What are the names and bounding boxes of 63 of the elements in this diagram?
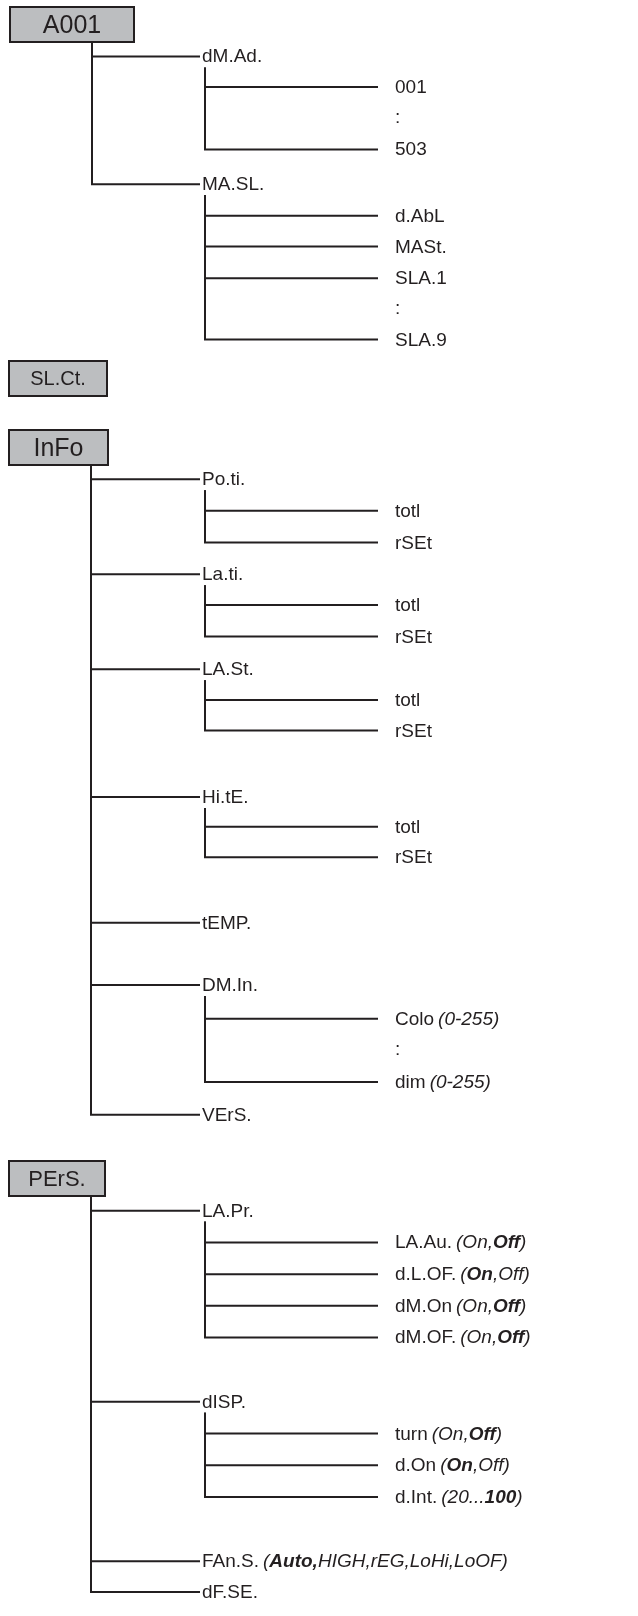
menu-item: La.ti. <box>202 563 244 586</box>
menu-item: LA.Pr. <box>202 1199 254 1222</box>
menu-item: 503 <box>380 138 427 161</box>
menu-item-name: turn <box>395 1422 428 1444</box>
menu-item: rSEt <box>380 846 432 869</box>
menu-item: SLA.1 <box>380 267 447 290</box>
menu-item-name: Colo <box>395 1007 435 1029</box>
menu-item: MASt. <box>380 235 447 258</box>
menu-item-name: dim <box>395 1071 426 1093</box>
menu-item: d.AbL <box>380 204 445 227</box>
option-values: (On,Off) <box>456 1231 527 1253</box>
menu-item: DM.In. <box>202 974 258 997</box>
menu-item-name: d.L.OF. <box>395 1263 457 1285</box>
menu-item: LA.St. <box>202 658 254 681</box>
tree-connector <box>204 1411 379 1498</box>
option-values: (Auto,HIGH,rEG,LoHi,LoOF) <box>263 1550 508 1572</box>
menu-item: totl <box>380 593 421 616</box>
menu-item-name: dM.On <box>395 1294 453 1316</box>
menu-item: 001 <box>380 76 427 99</box>
menu-item: SLA.9 <box>380 328 447 351</box>
option-values: (On,Off) <box>431 1422 503 1444</box>
menu-item-name: LA.Au. <box>395 1231 453 1253</box>
ellipsis-mark: : <box>395 296 401 319</box>
menu-item: Po.ti. <box>202 468 246 491</box>
tree-connector <box>204 995 379 1084</box>
option-values: (On,Off) <box>460 1326 531 1348</box>
menu-item-name: d.Int. <box>395 1485 438 1507</box>
tree-connector <box>204 679 379 732</box>
menu-item: tEMP. <box>202 911 252 934</box>
option-values: (0-255) <box>438 1007 500 1029</box>
ellipsis-mark: : <box>395 105 401 128</box>
menu-item: rSEt <box>380 531 432 554</box>
menu-item: VErS. <box>202 1103 252 1126</box>
menu-box: A001 <box>9 5 135 43</box>
tree-connector <box>91 41 201 186</box>
tree-connector <box>204 489 379 544</box>
menu-item: dISP. <box>202 1390 247 1413</box>
option-values: (On,Off) <box>456 1294 527 1316</box>
tree-connector <box>204 66 379 151</box>
tree-connector <box>204 806 379 859</box>
menu-box: SL.Ct. <box>8 360 108 398</box>
menu-box: PErS. <box>8 1160 106 1198</box>
tree-connector <box>204 1220 379 1339</box>
menu-item: Hi.tE. <box>202 785 249 808</box>
menu-item: totl <box>380 815 421 838</box>
option-values: (0-255) <box>429 1071 491 1093</box>
menu-item: MA.SL. <box>202 173 265 196</box>
option-values: (On,Off) <box>440 1454 510 1476</box>
menu-item: rSEt <box>380 719 432 742</box>
menu-item: totl <box>380 499 421 522</box>
menu-item: dF.SE. <box>202 1580 258 1603</box>
menu-item-name: d.On <box>395 1454 437 1476</box>
menu-item-name: FAn.S. <box>202 1550 260 1572</box>
menu-item: dM.Ad. <box>202 45 263 68</box>
ellipsis-mark: : <box>395 1038 401 1061</box>
option-values: (20...100) <box>441 1485 523 1507</box>
menu-item: totl <box>380 688 421 711</box>
tree-connector <box>204 194 379 341</box>
menu-item: rSEt <box>380 625 432 648</box>
tree-connector <box>204 584 379 638</box>
menu-item-name: dM.OF. <box>395 1326 457 1348</box>
option-values: (On,Off) <box>460 1263 530 1285</box>
menu-box: InFo <box>8 428 109 466</box>
